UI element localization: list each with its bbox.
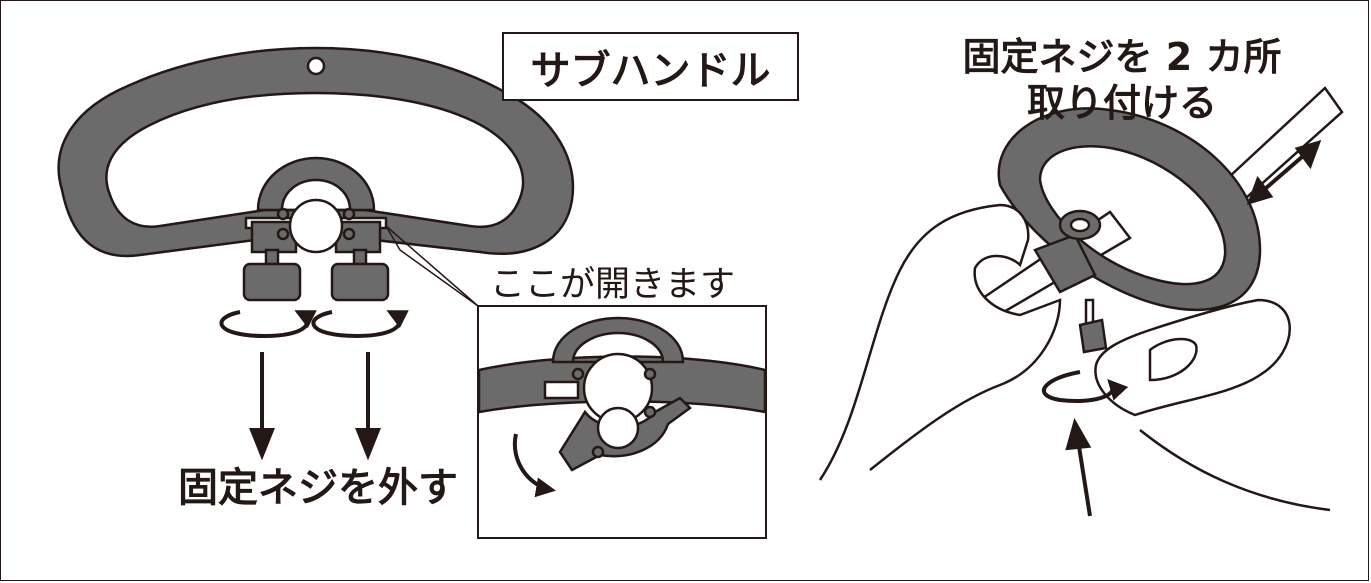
install-illustration [818,86,1344,512]
up-arrow-icon [1065,417,1092,517]
remove-screws-label: 固定ネジを外す [178,465,458,511]
attach-line-2: 取り付ける [1026,81,1217,125]
rotate-arrow-icon [219,310,409,339]
double-arrow-icon [1246,139,1322,206]
page-title: サブハンドル [530,47,771,94]
sub-handle-front [57,46,575,302]
opens-here-label: ここが開きます [490,265,736,305]
attach-screws-label: 固定ネジを 2 カ所 取り付ける [952,34,1292,126]
detail-inset [477,305,767,539]
rotate-arrow-icon [1042,370,1129,403]
rotate-arrow-icon [512,433,556,498]
callout-leader [385,225,479,307]
title-box: サブハンドル [502,32,799,101]
down-arrow-icon [249,352,381,461]
attach-line-1: 固定ネジを 2 カ所 [962,35,1282,79]
